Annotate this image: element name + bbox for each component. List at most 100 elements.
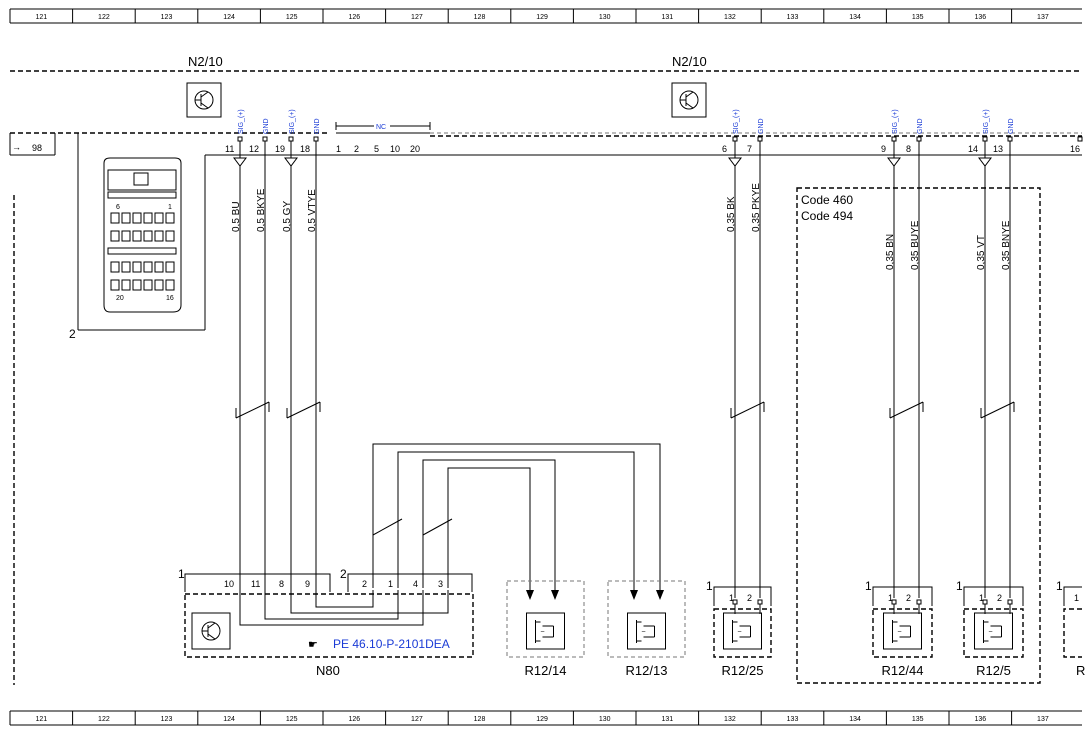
wire-label: 0,35 BNYE <box>1001 220 1012 270</box>
code-option-box <box>796 187 1041 684</box>
wire-label: 0,35 BUYE <box>910 220 921 270</box>
n80-group-label: 1 <box>178 567 185 581</box>
grid-column-label: 129 <box>536 716 548 723</box>
n80-module: 1 2 10 11 8 9 2 1 4 3 ☛ PE 46.10-P-2101D… <box>178 567 474 678</box>
pin-terminal <box>288 136 294 142</box>
housing-corner-label: 2 <box>69 327 76 341</box>
nc-pin: 20 <box>410 144 420 154</box>
grid-column-label: 135 <box>912 14 924 21</box>
n80-reference-link[interactable]: PE 46.10-P-2101DEA <box>333 637 450 651</box>
wire-label: 0,5 BKYE <box>256 188 267 232</box>
signal-tag: GND <box>1008 118 1015 134</box>
sensor-label: R12/25 <box>722 663 764 678</box>
n80-pin: 1 <box>388 579 393 589</box>
n80-group-label: 2 <box>340 567 347 581</box>
wire-label: 0,35 BK <box>726 196 737 232</box>
pin-terminal <box>732 136 738 142</box>
n2-10-label-left: N2/10 <box>188 54 223 69</box>
sensor-icon: ~ <box>974 612 1013 650</box>
grid-column-label: 133 <box>787 14 799 21</box>
grid-column-label: 130 <box>599 716 611 723</box>
nc-pin: 2 <box>354 144 359 154</box>
pin-terminal <box>313 136 319 142</box>
grid-column-label: 122 <box>98 716 110 723</box>
pin-terminal <box>237 136 243 142</box>
grid-column-label: 132 <box>724 716 736 723</box>
edge-pin-label: 1 <box>1074 593 1079 603</box>
n80-pin: 8 <box>279 579 284 589</box>
sensor-label: R12/14 <box>525 663 567 678</box>
wire-label: 0,5 BU <box>231 201 242 232</box>
grid-column-label: 124 <box>223 14 235 21</box>
edge-sensor-partial: 1 1 R <box>1056 579 1085 678</box>
grid-column-label: 137 <box>1037 14 1049 21</box>
sensor-corner-label: 1 <box>865 579 872 593</box>
svg-text:~: ~ <box>898 629 902 636</box>
pin-terminal <box>1007 136 1013 142</box>
sensor-icon: ~ <box>883 612 922 650</box>
pin-terminal <box>982 136 988 142</box>
grid-column-label: 126 <box>348 14 360 21</box>
n80-pin: 9 <box>305 579 310 589</box>
housing-pin-label: 6 <box>116 204 120 211</box>
sensor-pin-label: 1 <box>888 593 893 603</box>
wire-label: 0,5 GY <box>282 201 293 232</box>
sensor-pin-label: 2 <box>997 593 1002 603</box>
sensor-pin-label: 1 <box>729 593 734 603</box>
signal-tag: SIG_(+) <box>983 109 990 134</box>
pin-number: 14 <box>968 144 978 154</box>
signal-tag: SIG_(+) <box>733 109 740 134</box>
signal-tag: GND <box>314 118 321 134</box>
sensor-pin-label: 2 <box>747 593 752 603</box>
cable-bundle-mark <box>730 401 765 419</box>
housing-pin-label: 1 <box>168 204 172 211</box>
pin-terminal <box>916 136 922 142</box>
sensor-r12-14: ~ R12/14 <box>506 580 585 678</box>
pin-number: 12 <box>249 144 259 154</box>
wire-label: 0,35 VT <box>976 235 987 270</box>
svg-text:R: R <box>1076 663 1085 678</box>
cable-bundle-mark <box>889 401 924 419</box>
pin-number: 18 <box>300 144 310 154</box>
signal-tag: GND <box>917 118 924 134</box>
sensor-r12-13: ~ R12/13 <box>607 580 686 678</box>
sensor-label: R12/13 <box>626 663 668 678</box>
grid-column-label: 136 <box>974 716 986 723</box>
svg-text:→: → <box>12 142 21 152</box>
wire-label: 0,5 VTYE <box>307 189 318 232</box>
grid-column-label: 121 <box>35 14 47 21</box>
nc-pin: 10 <box>390 144 400 154</box>
n80-pin: 2 <box>362 579 367 589</box>
pin-terminal <box>757 136 763 142</box>
transistor-icon <box>186 82 222 118</box>
grid-column-label: 130 <box>599 14 611 21</box>
pin-number: 16 <box>1070 144 1080 154</box>
grid-column-label: 128 <box>474 716 486 723</box>
grid-column-label: 137 <box>1037 716 1049 723</box>
signal-tag: GND <box>758 118 765 134</box>
n80-pin: 4 <box>413 579 418 589</box>
n80-crosswires <box>372 443 664 600</box>
pin-terminal <box>262 136 268 142</box>
grid-column-label: 129 <box>536 14 548 21</box>
left-plug: → 98 <box>9 133 56 156</box>
grid-column-label: 124 <box>223 716 235 723</box>
nc-pin: 5 <box>374 144 379 154</box>
grid-column-label: 131 <box>661 14 673 21</box>
connector-housing-drawing: 6 1 20 16 <box>77 133 206 331</box>
sensor-icon: ~ <box>627 612 666 650</box>
grid-column-label: 127 <box>411 14 423 21</box>
sensor-icon: ~ <box>526 612 565 650</box>
grid-column-label: 134 <box>849 716 861 723</box>
wire-label: 0,35 PKYE <box>751 183 762 232</box>
grid-column-label: 133 <box>787 716 799 723</box>
cable-bundle-mark <box>235 401 270 419</box>
grid-column-label: 132 <box>724 14 736 21</box>
hand-pointer-icon: ☛ <box>308 639 318 651</box>
signal-tag: SIG_(+) <box>238 109 245 134</box>
